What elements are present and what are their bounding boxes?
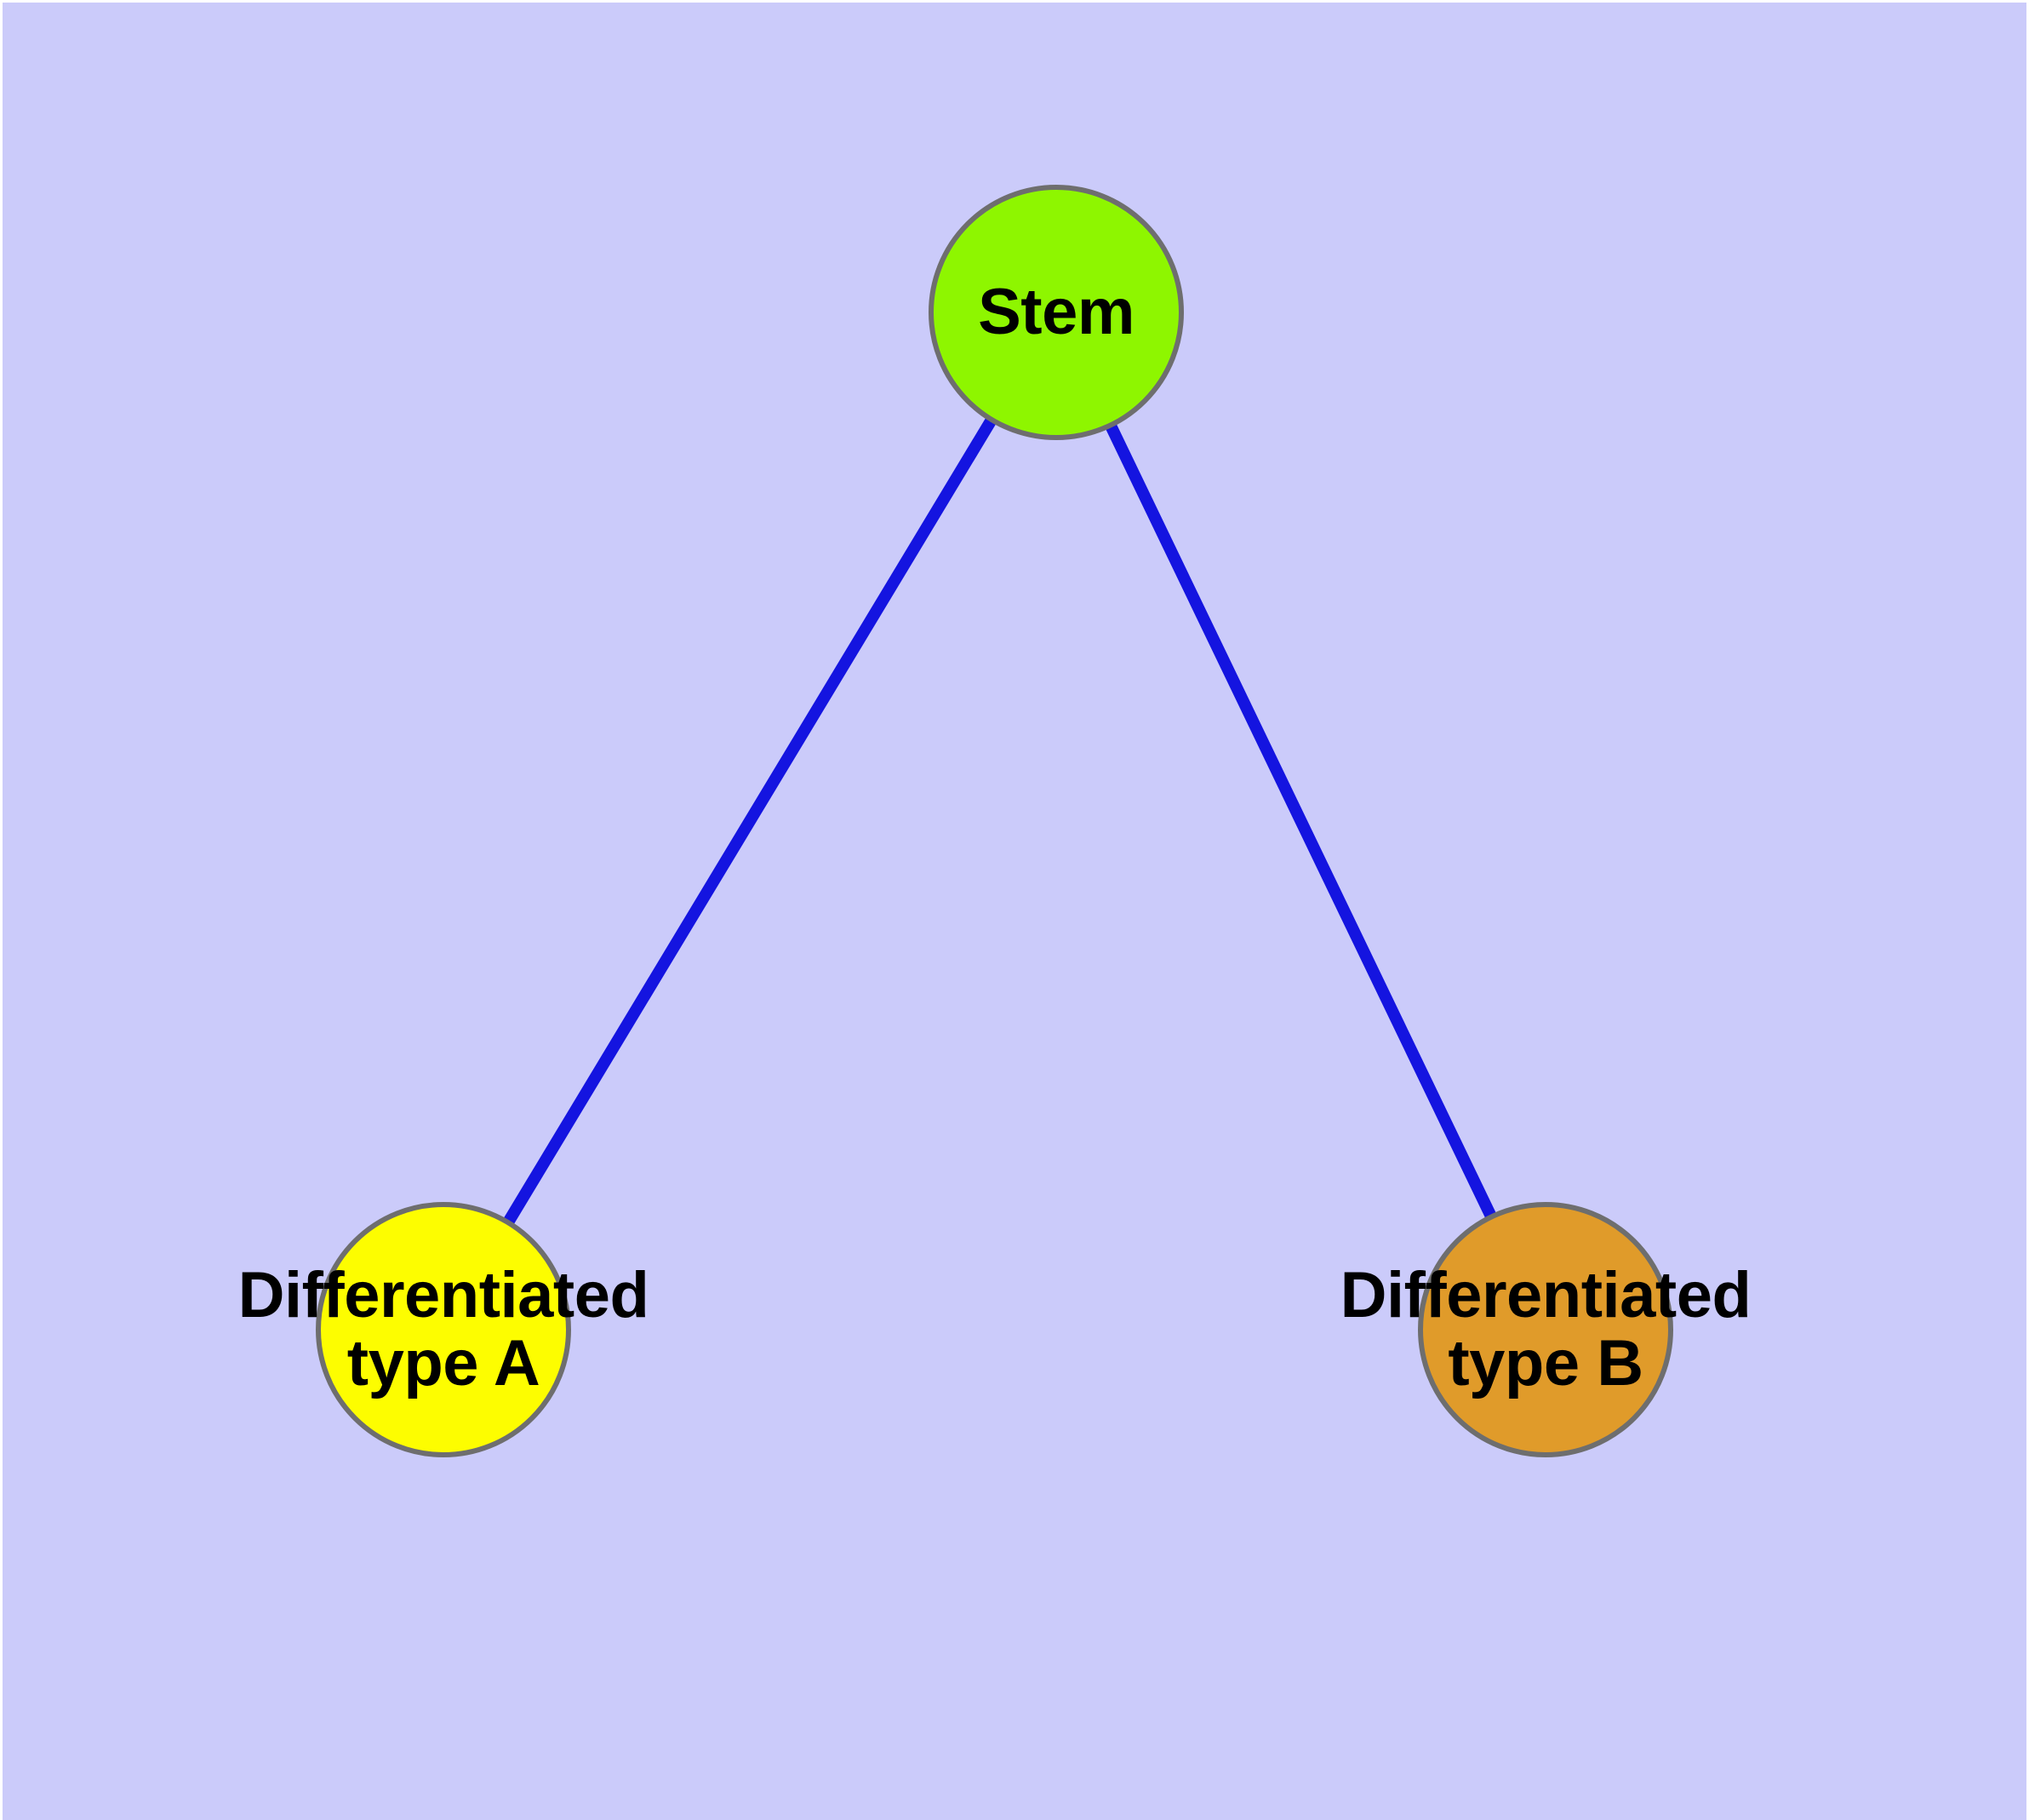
- edge-layer: [438, 309, 1552, 1333]
- node-differentiated-type-b[interactable]: [1418, 1202, 1673, 1457]
- node-differentiated-type-a[interactable]: [316, 1202, 571, 1457]
- node-stem[interactable]: [929, 185, 1184, 440]
- edge-stem-to-differentiated-type-b[interactable]: [1050, 309, 1552, 1333]
- edge-stem-to-differentiated-type-a[interactable]: [438, 309, 1061, 1333]
- node-layer: [316, 185, 1673, 1457]
